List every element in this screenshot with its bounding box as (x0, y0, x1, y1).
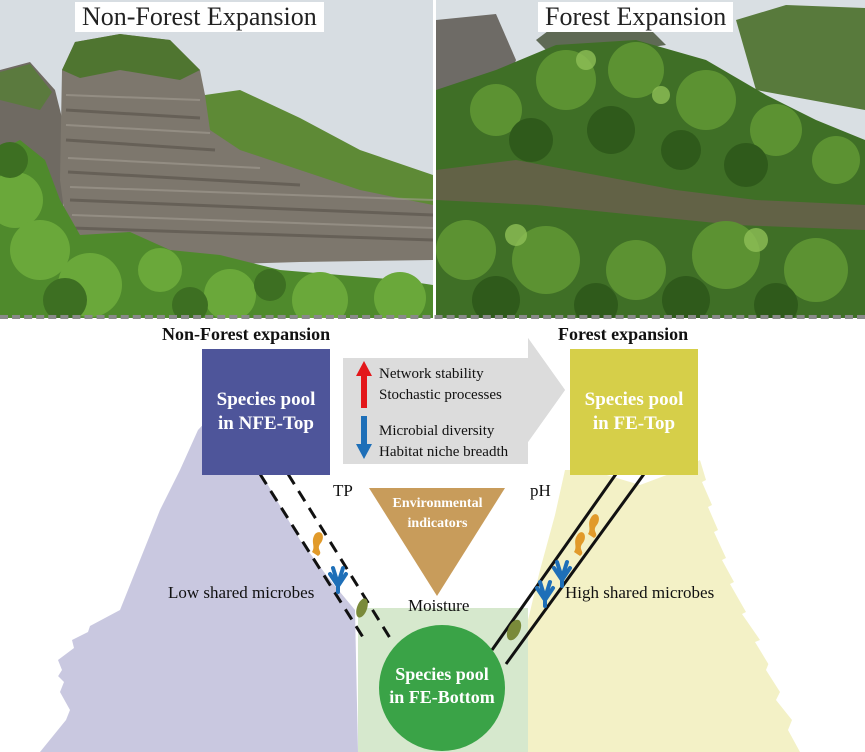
protist-icon-right (506, 619, 522, 641)
fungus-icon-right-1 (588, 514, 599, 538)
forest-photo: Forest Expansion (436, 0, 865, 318)
cliff-photo-drawing (0, 0, 433, 318)
conceptual-diagram (0, 338, 865, 752)
trend-arrow-shape-body (343, 338, 565, 464)
tp-label: TP (333, 481, 353, 500)
bacteria-icon-left (328, 566, 348, 594)
fe-bottom-line1: Species pool (395, 664, 489, 684)
left-mountain-shape (36, 415, 358, 752)
fe-bottom-species-pool: Species pool in FE-Bottom (379, 656, 505, 716)
non-forest-photo: Non-Forest Expansion (0, 0, 433, 318)
increase-arrow-icon (356, 361, 372, 408)
env-line2: indicators (407, 516, 468, 531)
fe-bottom-circle (379, 625, 505, 751)
increase-item-1: Network stability (379, 366, 484, 382)
bacteria-icon-right-2 (535, 580, 555, 608)
high-shared-microbes-label: High shared microbes (565, 583, 715, 602)
non-forest-photo-title: Non-Forest Expansion (75, 2, 324, 32)
tree-silhouettes (0, 460, 865, 752)
nfe-top-line1: Species pool (216, 389, 316, 410)
fe-top-species-pool: Species pool in FE-Top (570, 349, 698, 475)
fungus-icon-left (312, 532, 323, 556)
environmental-indicators-label: Environmental indicators (380, 494, 495, 534)
bacteria-icon-right-1 (552, 560, 572, 588)
section-divider (0, 315, 865, 319)
nfe-top-species-pool: Species pool in NFE-Top (202, 349, 330, 475)
nfe-top-line2: in NFE-Top (218, 413, 314, 434)
non-forest-heading: Non-Forest expansion (162, 324, 331, 344)
fe-bottom-line2: in FE-Bottom (389, 687, 495, 707)
fe-top-line1: Species pool (584, 389, 684, 410)
low-shared-links (258, 473, 392, 643)
increase-item-2: Stochastic processes (379, 387, 502, 403)
environmental-indicators-triangle (369, 488, 505, 596)
forest-photo-drawing (436, 0, 865, 318)
decrease-item-1: Microbial diversity (379, 423, 495, 439)
moisture-label: Moisture (408, 596, 470, 615)
protist-icon-left (356, 598, 368, 618)
low-shared-microbes-label: Low shared microbes (168, 583, 315, 602)
forest-photo-title: Forest Expansion (538, 2, 734, 32)
ph-label: pH (530, 481, 551, 500)
fe-top-line2: in FE-Top (592, 413, 676, 434)
env-line1: Environmental (392, 496, 483, 511)
forest-heading: Forest expansion (558, 324, 689, 344)
decrease-item-2: Habitat niche breadth (379, 444, 509, 460)
decrease-arrow-icon (356, 416, 372, 459)
high-shared-links (490, 473, 646, 665)
fungus-icon-right-2 (574, 532, 585, 556)
